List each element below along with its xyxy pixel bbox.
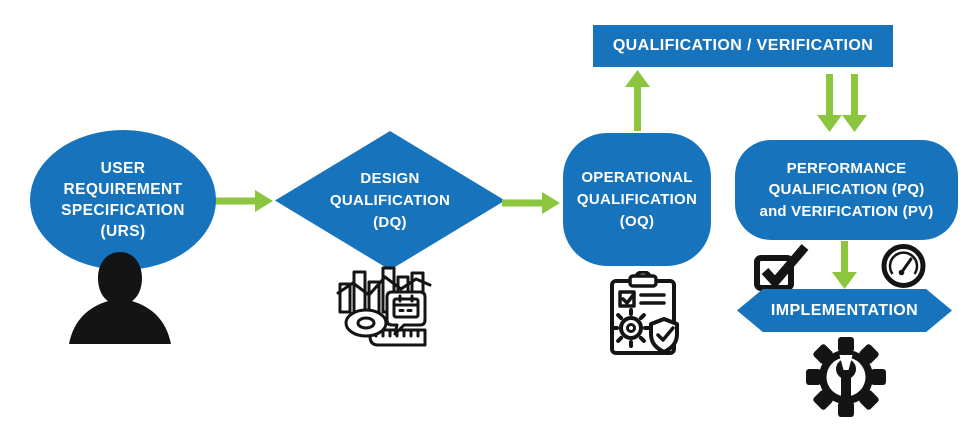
node-urs-label: USER REQUIREMENT SPECIFICATION (URS) bbox=[61, 160, 185, 240]
arrow-qv-to-pq-left bbox=[817, 74, 842, 132]
node-qualification-verification: QUALIFICATION / VERIFICATION bbox=[593, 25, 893, 67]
node-design-qualification: DESIGN QUALIFICATION (DQ) bbox=[275, 131, 505, 270]
node-user-requirement-specification: USER REQUIREMENT SPECIFICATION (URS) bbox=[30, 130, 216, 270]
arrow-urs-to-dq bbox=[215, 190, 273, 212]
node-performance-qualification-verification: PERFORMANCE QUALIFICATION (PQ) and VERIF… bbox=[735, 140, 958, 240]
clipboard-gear-shield-icon bbox=[600, 271, 692, 361]
checkbox-icon bbox=[753, 243, 811, 291]
gauge-icon bbox=[880, 243, 927, 289]
node-oq-label: OPERATIONAL QUALIFICATION (OQ) bbox=[576, 168, 698, 230]
node-implementation: IMPLEMENTATION bbox=[737, 289, 952, 332]
arrow-qv-to-pq-right bbox=[842, 74, 867, 132]
node-implementation-label: IMPLEMENTATION bbox=[770, 301, 919, 319]
gear-wrench-icon bbox=[803, 335, 889, 419]
node-operational-qualification: OPERATIONAL QUALIFICATION (OQ) bbox=[563, 133, 711, 266]
node-qv-label: QUALIFICATION / VERIFICATION bbox=[612, 37, 874, 54]
person-silhouette-icon bbox=[64, 250, 176, 346]
node-dq-label: DESIGN QUALIFICATION (DQ) bbox=[329, 169, 451, 231]
bar-chart-measuring-tape-icon bbox=[336, 266, 432, 348]
arrow-oq-to-qualification-verification bbox=[625, 70, 650, 131]
arrow-pq-to-implementation bbox=[832, 241, 857, 289]
arrow-dq-to-oq bbox=[502, 192, 560, 214]
node-pq-label: PERFORMANCE QUALIFICATION (PQ) and VERIF… bbox=[759, 159, 934, 220]
